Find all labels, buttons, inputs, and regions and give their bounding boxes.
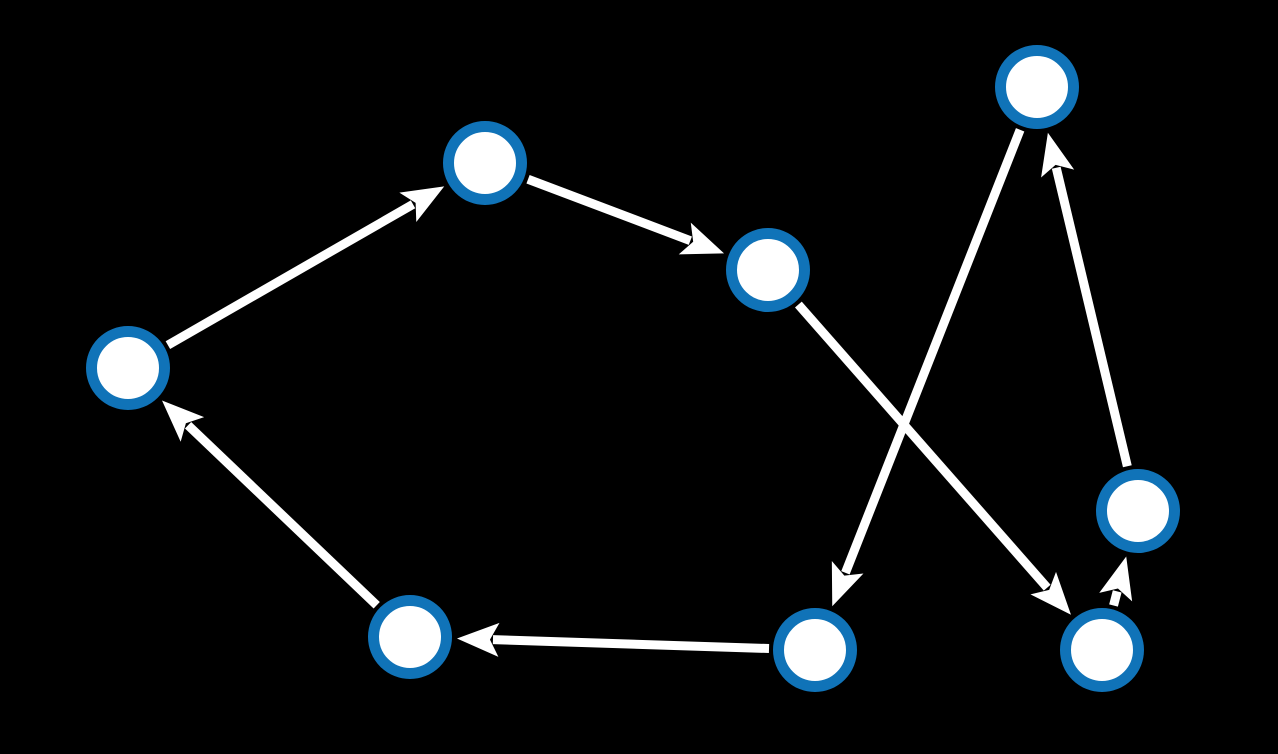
edge-line (1109, 590, 1122, 607)
node-ring (726, 228, 810, 312)
edge-arrowhead-icon (831, 560, 864, 607)
edge-arrowhead-icon (162, 400, 205, 442)
graph-node[interactable] (443, 121, 527, 205)
edge-arrowhead-icon (1041, 132, 1075, 178)
graph-node[interactable] (1096, 469, 1180, 553)
graph-node[interactable] (86, 326, 170, 410)
node-ring (443, 121, 527, 205)
node-core (1000, 50, 1074, 124)
node-layer (86, 45, 1180, 692)
edge-arrowhead-icon (1099, 556, 1133, 602)
edge-line (841, 128, 1025, 575)
edge-line (794, 301, 1051, 591)
node-core (91, 331, 165, 405)
graph-edge[interactable] (526, 175, 725, 255)
edge-arrowhead-icon (678, 222, 725, 255)
graph-edge[interactable] (1099, 556, 1133, 607)
edge-arrowhead-icon (399, 186, 445, 223)
node-ring (1096, 469, 1180, 553)
edge-line (1051, 166, 1132, 468)
graph-node[interactable] (368, 595, 452, 679)
node-ring (1060, 608, 1144, 692)
edge-line (165, 200, 416, 349)
node-ring (368, 595, 452, 679)
node-ring (86, 326, 170, 410)
edge-line (184, 422, 380, 609)
graph-node[interactable] (995, 45, 1079, 129)
node-core (778, 613, 852, 687)
graph-edge[interactable] (165, 186, 445, 349)
graph-node[interactable] (726, 228, 810, 312)
graph-edge[interactable] (794, 301, 1071, 615)
node-core (1065, 613, 1139, 687)
graph-node[interactable] (773, 608, 857, 692)
node-core (373, 600, 447, 674)
edge-arrowhead-icon (1030, 571, 1071, 615)
graph-edge[interactable] (162, 400, 380, 609)
edge-arrowhead-icon (456, 622, 500, 657)
graph-edge[interactable] (456, 622, 770, 657)
edge-layer (162, 128, 1133, 657)
node-ring (995, 45, 1079, 129)
graph-node[interactable] (1060, 608, 1144, 692)
edge-line (526, 175, 692, 245)
node-ring (773, 608, 857, 692)
node-core (731, 233, 805, 307)
graph-edge[interactable] (1041, 132, 1132, 468)
node-core (1101, 474, 1175, 548)
edge-line (492, 635, 770, 654)
node-core (448, 126, 522, 200)
graph-edge[interactable] (831, 128, 1025, 607)
